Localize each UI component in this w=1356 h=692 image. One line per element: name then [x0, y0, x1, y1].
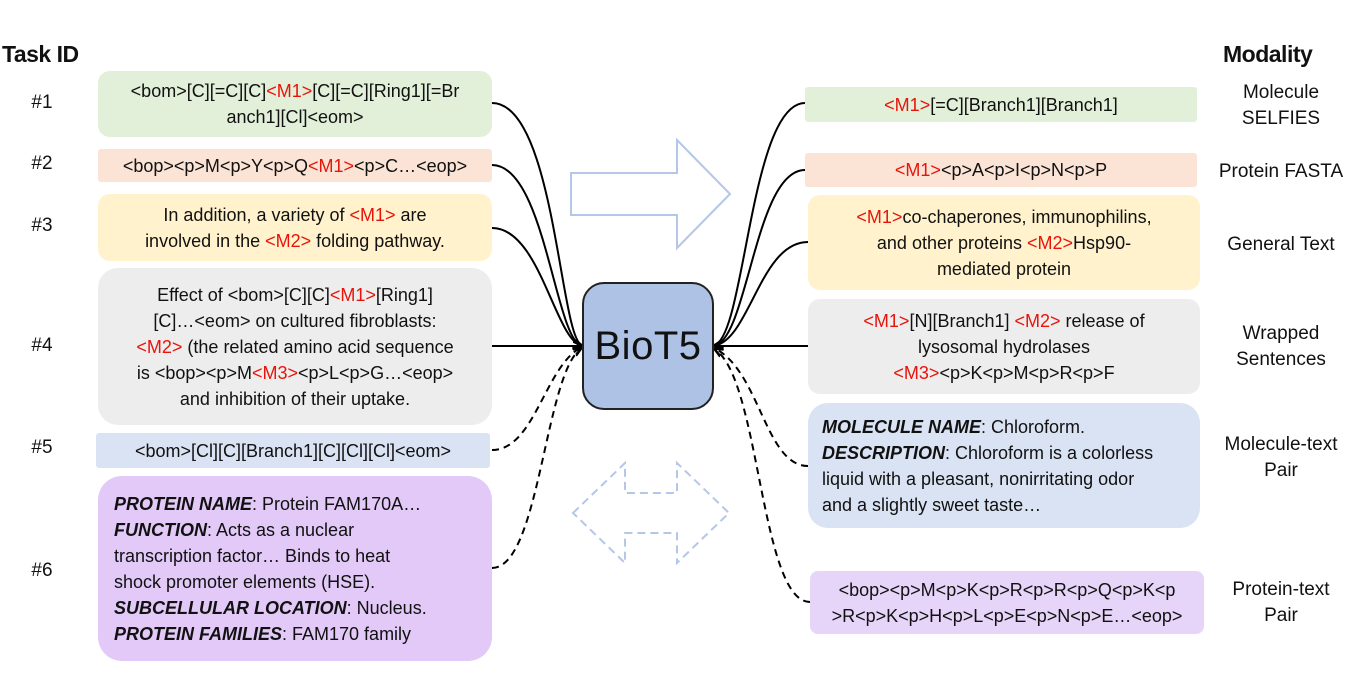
- modality-label-3: General Text: [1227, 234, 1335, 255]
- task-id-header: Task ID: [2, 41, 79, 67]
- task-id-2: #2: [31, 153, 53, 174]
- connector-o3: [714, 241, 809, 346]
- output-box-6: <bop><p>M<p>K<p>R<p>R<p>Q<p>K<p >R<p>K<p…: [810, 571, 1204, 634]
- modality-label-2: Protein FASTA: [1218, 161, 1344, 182]
- connector-o6: [714, 349, 811, 603]
- input-box-1: <bom>[C][=C][C]<M1>[C][=C][Ring1][=Br an…: [98, 71, 492, 137]
- connector-t6: [491, 348, 582, 569]
- output-box-2: <M1><p>A<p>I<p>N<p>P: [805, 153, 1197, 187]
- connector-o1: [714, 102, 806, 345]
- input-box-4: Effect of <bom>[C][C]<M1>[Ring1] [C]…<eo…: [98, 268, 492, 425]
- task-id-5: #5: [31, 437, 53, 458]
- double-arrow-dashed: [571, 460, 731, 566]
- input-box-5: <bom>[Cl][C][Branch1][C][Cl][Cl]<eom>: [96, 433, 490, 468]
- input-box-6: PROTEIN NAME: Protein FAM170A… FUNCTION:…: [98, 476, 492, 661]
- output-box-1: <M1>[=C][Branch1][Branch1]: [805, 87, 1197, 122]
- connector-o5: [714, 347, 809, 467]
- connector-o2: [714, 169, 806, 346]
- task-id-3: #3: [31, 215, 53, 236]
- connector-t3: [491, 227, 582, 346]
- input-box-3: In addition, a variety of <M1> are invol…: [98, 194, 492, 261]
- output-box-4: <M1>[N][Branch1] <M2> release of lysosom…: [808, 299, 1200, 394]
- connector-t5: [491, 346, 582, 451]
- modality-header: Modality: [1223, 41, 1313, 67]
- output-box-5: MOLECULE NAME: Chloroform. DESCRIPTION: …: [808, 403, 1200, 528]
- task-id-6: #6: [31, 560, 53, 581]
- input-box-2: <bop><p>M<p>Y<p>Q<M1><p>C…<eop>: [98, 149, 492, 182]
- task-id-4: #4: [31, 335, 53, 356]
- connector-t2: [491, 164, 582, 346]
- block-arrow-right: [570, 137, 732, 251]
- connector-t1: [491, 102, 582, 345]
- biot5-model-node: BioT5: [582, 282, 714, 410]
- output-box-3: <M1>co-chaperones, immunophilins, and ot…: [808, 195, 1200, 290]
- task-id-1: #1: [31, 92, 53, 113]
